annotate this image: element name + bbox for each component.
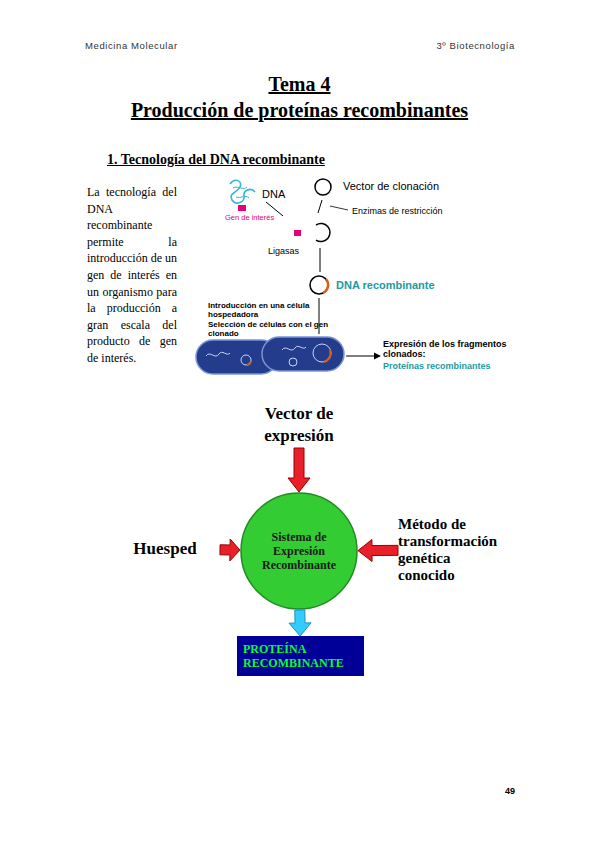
vector-label: Vector de clonación [343,180,473,193]
page-subtitle: Producción de proteínas recombinantes [0,98,599,122]
dna-strand [233,187,249,198]
node-text: Vector de expresión [234,403,364,447]
block-arrow [358,540,398,562]
plasmid-circle [241,355,251,365]
host-cell [262,337,344,371]
chromosome [206,352,230,356]
inserted-gene [247,361,251,365]
enzyme-label: Enzimas de restricción [352,206,482,217]
block-arrow [289,610,311,636]
input-text-box: Método de transformación genética conoci… [398,512,508,588]
ligase-label: Ligasas [268,246,328,257]
expression-note: Proteínas recombinantes [383,361,523,372]
running-header: Medicina Molecular [85,40,245,51]
body-paragraph: La tecnología del DNA recombinante permi… [87,184,177,367]
section-heading: 1. Tecnología del DNA recombinante [107,151,427,168]
plasmid-circle [289,358,297,366]
node-text: Huesped [110,538,220,560]
node-text: PROTEÍNA RECOMBINANTE [243,642,358,670]
gene-label: Gen de interés [225,213,295,222]
inserted-gene [323,279,328,293]
running-header: 3º Biotecnología [395,40,515,51]
step-note: Selección de células con el gen clonado [208,320,330,338]
dna-label: DNA [262,188,302,201]
arrow-head [374,353,381,360]
process-line [320,248,321,272]
inserted-gene [324,350,331,362]
process-line [346,356,376,357]
system-circle: Sistema de Expresión Recombinante [240,492,358,610]
input-text-box: Vector de expresión [234,402,364,448]
page-number: 49 [495,786,515,797]
circle-shape [241,493,357,609]
plasmid-circle [310,276,328,294]
plasmid-circle [315,179,331,195]
process-line [318,200,322,213]
page-title: Tema 4 [0,72,599,96]
expression-note: Expresión de los fragmentos clonados: [383,339,518,359]
node-text: Método de transformación genética conoci… [398,516,506,584]
plasmid-circle [313,344,331,362]
node-text: Sistema de Expresión Recombinante [257,530,341,572]
chromosome [282,346,306,350]
input-text-box: Huesped [110,536,220,562]
result-box: PROTEÍNA RECOMBINANTE [237,636,364,676]
block-arrow [220,539,240,561]
cut-plasmid [316,223,330,241]
recombinant-dna-label: DNA recombinante [336,279,476,292]
block-arrow [288,448,310,492]
gene-fragment [238,205,246,211]
step-note: Introducción en una célula hospedadora [208,301,330,319]
gene-fragment [294,230,301,236]
dna-strand [230,180,255,203]
leader-line [330,206,348,210]
